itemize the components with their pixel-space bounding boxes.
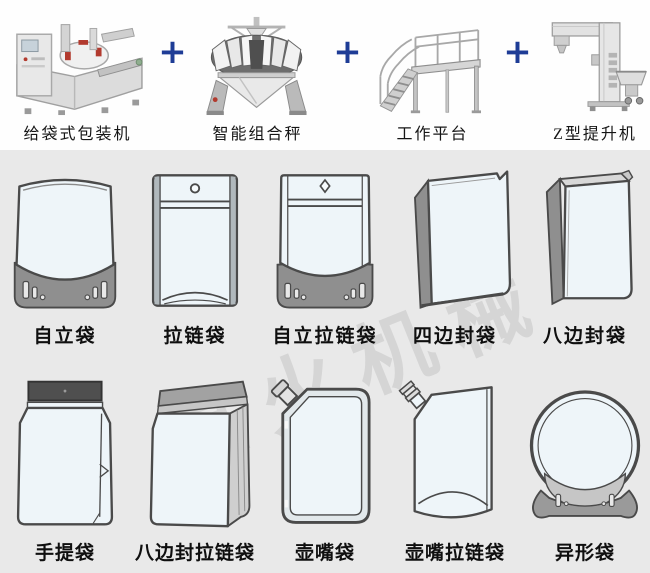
zipper-bag-icon [151, 174, 239, 307]
bag-cell-eight-side-seal-bag: 八边封袋 [520, 150, 650, 348]
bag-cell-handle-bag: 手提袋 [0, 348, 130, 573]
spout-bag-icon [270, 379, 371, 524]
stand-up-pouch-icon [13, 178, 117, 309]
bag-cell-stand-up-zipper-bag: 自立拉链袋 [260, 150, 390, 348]
bag-cell-spout-bag: 壶嘴袋 [260, 348, 390, 573]
machine-work-platform: 工作平台 [370, 0, 495, 150]
bag-label: 拉链袋 [163, 326, 227, 347]
bag-grid: 自立袋 拉链袋 [0, 150, 650, 573]
spout-zipper-bag-icon [398, 380, 493, 519]
machine-z-elevator: Z型提升机 [540, 0, 650, 150]
machine-label: 工作平台 [396, 126, 469, 143]
work-platform-icon [378, 29, 481, 114]
bag-types-panel: 星火机械 自立袋 [0, 150, 650, 573]
bag-cell-zipper-bag: 拉链袋 [130, 150, 260, 348]
bag-label: 壶嘴拉链袋 [404, 543, 505, 564]
bag-label: 异形袋 [554, 543, 615, 564]
bag-label: 手提袋 [34, 543, 95, 564]
bag-label: 壶嘴袋 [294, 543, 355, 564]
bag-label: 自立拉链袋 [272, 326, 378, 347]
bag-cell-eight-side-seal-zipper-bag: 八边封拉链袋 [130, 348, 260, 573]
plus-icon: + [333, 32, 362, 72]
z-type-elevator-icon [551, 22, 647, 112]
bag-cell-special-shaped-bag: 异形袋 [520, 348, 650, 573]
machine-label: 智能组合秤 [212, 126, 303, 143]
eight-side-seal-bag-icon [545, 169, 634, 306]
special-shaped-bag-icon [529, 390, 641, 519]
machine-pouch-packer: 给袋式包装机 [0, 0, 155, 150]
four-side-seal-bag-icon [414, 170, 512, 309]
eight-side-seal-zipper-bag-icon [149, 380, 251, 528]
plus-separator: + [495, 0, 540, 150]
plus-separator: + [155, 0, 190, 150]
plus-icon: + [158, 32, 187, 72]
plus-icon: + [503, 32, 532, 72]
handle-bag-icon [16, 380, 114, 526]
machine-label: Z型提升机 [553, 126, 637, 143]
bag-label: 自立袋 [33, 326, 97, 347]
bag-label: 八边封拉链袋 [134, 543, 255, 564]
stand-up-zipper-bag-icon [276, 174, 374, 309]
bag-label: 八边封袋 [542, 326, 627, 347]
bag-cell-spout-zipper-bag: 壶嘴拉链袋 [390, 348, 520, 573]
plus-separator: + [325, 0, 370, 150]
pouch-packing-machine-icon [16, 24, 143, 116]
bag-label: 四边封袋 [412, 326, 497, 347]
bag-cell-four-side-seal-bag: 四边封袋 [390, 150, 520, 348]
machine-combination-row: 给袋式包装机 + [0, 0, 650, 150]
machine-label: 给袋式包装机 [23, 126, 132, 143]
multihead-weigher-icon [206, 16, 307, 116]
bag-cell-stand-up-pouch: 自立袋 [0, 150, 130, 348]
machine-multihead-weigher: 智能组合秤 [190, 0, 325, 150]
